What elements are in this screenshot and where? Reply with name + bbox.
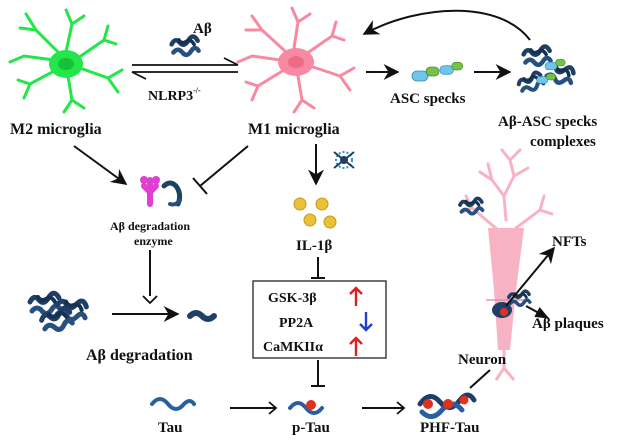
arrow-enzyme-head [142,295,158,305]
down-arrow-icon [359,312,373,332]
inhibit-m1-to-enzyme [192,145,249,195]
abeta-asc-complex-label-1: Aβ-ASC specks [498,114,597,130]
arrow-to-plaques [525,305,550,319]
il1b-dots-icon [293,197,337,229]
tau-label: Tau [158,420,182,436]
il1b-label: IL-1β [296,238,332,254]
box-row-camkiia: CaMKIIα [263,340,323,355]
abeta-fibril-icon [333,151,355,169]
abeta-aggregate-large-icon [30,293,88,331]
abeta-asc-complex-label-2: complexes [530,134,596,150]
tau-icon [150,397,196,411]
m2-microglia-label: M2 microglia [10,121,102,138]
asc-specks-icon [411,62,464,82]
neuron-label: Neuron [458,352,507,368]
nfts-label: NFTs [552,234,587,250]
m2-microglia-icon [8,8,124,114]
abeta-asc-complex-icon [517,47,576,94]
m1-microglia-icon [236,6,356,114]
abeta-top-label: Aβ [193,21,212,37]
box-row-gsk3b: GSK-3β [268,291,317,306]
enzyme-label-1: Aβ degradation [110,219,190,233]
neuron-icon [460,148,554,381]
phf-tau-label: PHF-Tau [420,420,479,436]
m1-microglia-label: M1 microglia [248,121,340,138]
abeta-aggregate-icon [172,37,199,55]
abeta-plaques-label: Aβ plaques [532,316,604,332]
enzyme-label-2: enzyme [134,234,173,248]
asc-specks-label: ASC specks [390,91,466,107]
m2-m1-reversible-arrow [131,57,239,80]
nlrp3-label: NLRP3-/- [148,86,201,104]
up-arrow-icon [349,286,363,306]
abeta-degradation-label: Aβ degradation [86,347,193,364]
arrow-to-nfts [505,246,556,307]
abeta-fragment-icon [187,310,217,322]
arrow-m2-to-enzyme [73,145,128,185]
ptau-label: p-Tau [292,420,330,436]
degradation-enzyme-icon [140,176,183,207]
up-arrow-icon [349,336,363,356]
phf-tau-icon [417,392,477,419]
feedback-arrow [362,9,531,41]
box-row-pp2a: PP2A [279,316,314,331]
link-phf-to-neuron [469,369,491,389]
arrow-tau-to-ptau-head [268,401,278,415]
arrow-ptau-to-phf-head [396,401,406,415]
neuron-abeta-icon [458,196,485,216]
ptau-icon [288,400,324,415]
nlrp3-superscript: -/- [193,86,201,95]
kinase-box [252,280,387,359]
